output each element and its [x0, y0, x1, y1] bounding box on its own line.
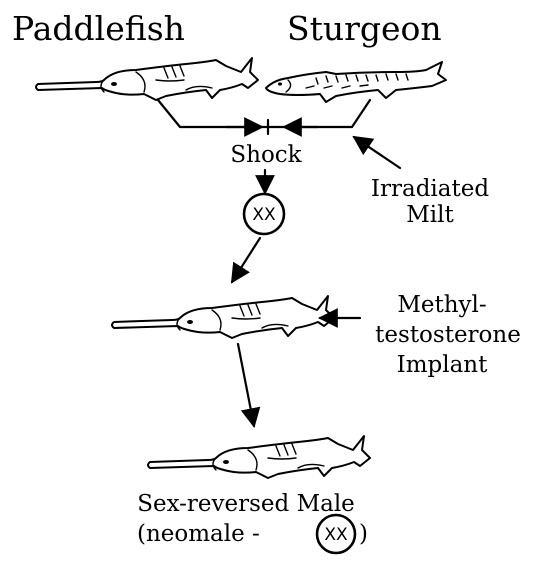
- to-neomale-arrow-icon: [238, 344, 254, 426]
- implant-label-line1: Methyl-: [397, 292, 486, 318]
- genotype-label: XX: [252, 205, 276, 225]
- sturgeon-icon: [266, 62, 446, 102]
- neomale-paddlefish-icon: [148, 436, 370, 478]
- irradiated-label-line2: Milt: [406, 202, 454, 228]
- irradiated-arrow-icon: [354, 137, 400, 168]
- shock-label: Shock: [230, 142, 302, 168]
- neomale-genotype-label: XX: [324, 525, 348, 545]
- sturgeon-title: Sturgeon: [287, 9, 442, 48]
- implanted-paddlefish-icon: [112, 296, 334, 338]
- result-sub-suffix: ): [359, 521, 368, 547]
- to-implant-arrow-icon: [232, 238, 260, 282]
- paddlefish-title: Paddlefish: [12, 9, 185, 48]
- irradiated-label-line1: Irradiated: [371, 176, 489, 202]
- implant-label-line2: testosterone: [375, 322, 521, 348]
- implant-label-line3: Implant: [397, 352, 488, 378]
- result-label: Sex-reversed Male: [137, 491, 355, 517]
- result-sub-prefix: (neomale -: [137, 521, 260, 547]
- parents-bracket: [158, 100, 370, 127]
- paddlefish-icon: [36, 58, 258, 100]
